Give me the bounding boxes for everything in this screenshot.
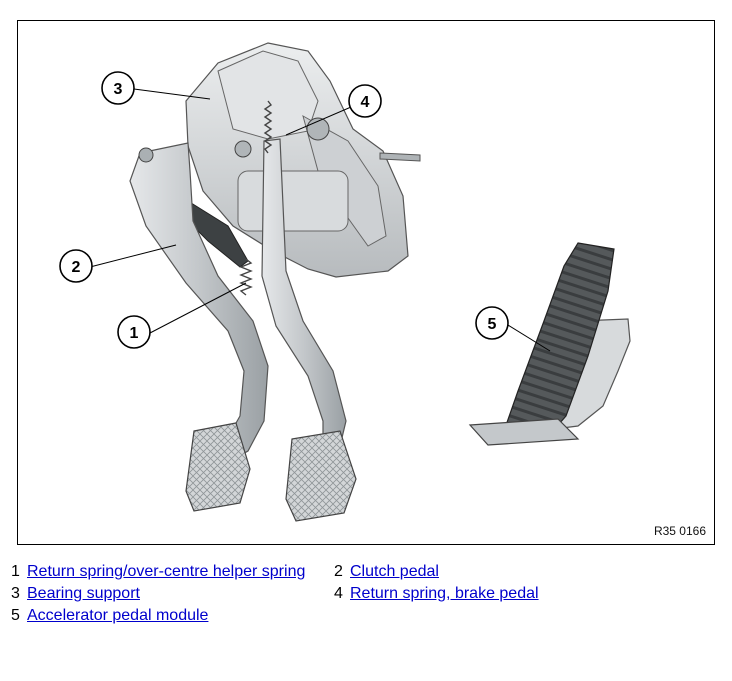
accelerator-pedal-module-shape — [468, 242, 631, 446]
return-spring-brake-shape — [263, 100, 273, 154]
svg-text:3: 3 — [114, 81, 123, 98]
callout-2: 2 — [59, 249, 93, 283]
clutch-pedal-shape — [129, 142, 269, 512]
link-bearing-support[interactable]: Bearing support — [27, 585, 140, 602]
callout-1: 1 — [117, 315, 151, 349]
legend-item: 3 Bearing support — [11, 585, 140, 603]
svg-text:1: 1 — [130, 325, 139, 342]
callout-4: 4 — [348, 84, 382, 118]
bearing-support-shape — [182, 42, 421, 278]
svg-text:4: 4 — [361, 94, 370, 111]
legend-item: 2 Clutch pedal — [334, 563, 439, 581]
legend-number: 5 — [11, 607, 20, 624]
link-return-spring-helper[interactable]: Return spring/over-centre helper spring — [27, 563, 306, 580]
pedal-assembly-figure: 3 4 2 1 5 R35 0166 — [17, 20, 715, 545]
legend-item: 5 Accelerator pedal module — [11, 607, 208, 625]
svg-text:2: 2 — [72, 259, 81, 276]
figure-reference-code: R35 0166 — [653, 524, 706, 538]
link-accelerator-pedal-module[interactable]: Accelerator pedal module — [27, 607, 209, 624]
link-return-spring-brake[interactable]: Return spring, brake pedal — [350, 585, 539, 602]
legend-number: 1 — [11, 563, 20, 580]
legend-number: 4 — [334, 585, 343, 602]
svg-text:5: 5 — [488, 316, 497, 333]
brake-pedal-shape — [261, 138, 357, 522]
helper-spring-shape — [239, 258, 253, 296]
legend-item: 4 Return spring, brake pedal — [334, 585, 539, 603]
pedal-illustration: 3 4 2 1 5 — [59, 42, 631, 522]
callout-3: 3 — [101, 71, 135, 105]
legend-item: 1 Return spring/over-centre helper spring — [11, 563, 305, 581]
legend-number: 2 — [334, 563, 343, 580]
link-clutch-pedal[interactable]: Clutch pedal — [350, 563, 439, 580]
callout-5: 5 — [475, 306, 509, 340]
legend-number: 3 — [11, 585, 20, 602]
